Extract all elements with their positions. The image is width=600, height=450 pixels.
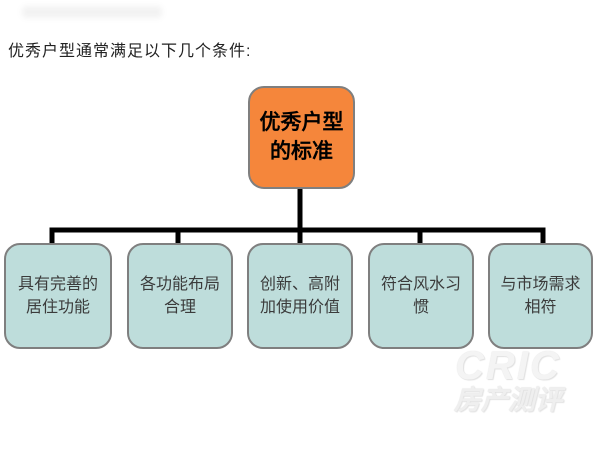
- ghost-artifact: [22, 6, 162, 18]
- child-node-living-function: 具有完善的 居住功能: [4, 243, 112, 349]
- child-node-fengshui: 符合风水习 惯: [368, 243, 474, 349]
- page-title: 优秀户型通常满足以下几个条件:: [8, 43, 252, 60]
- watermark-logo-text: CRIC: [455, 344, 561, 388]
- watermark-cn-text: 房产测评: [454, 385, 562, 415]
- root-node-standard: 优秀户型 的标准: [248, 86, 355, 189]
- child-node-layout: 各功能布局 合理: [127, 243, 233, 349]
- child-node-innovation-value: 创新、高附 加使用价值: [247, 243, 353, 349]
- watermark: CRIC 房产测评: [443, 346, 573, 416]
- child-node-market-demand: 与市场需求 相符: [488, 243, 593, 349]
